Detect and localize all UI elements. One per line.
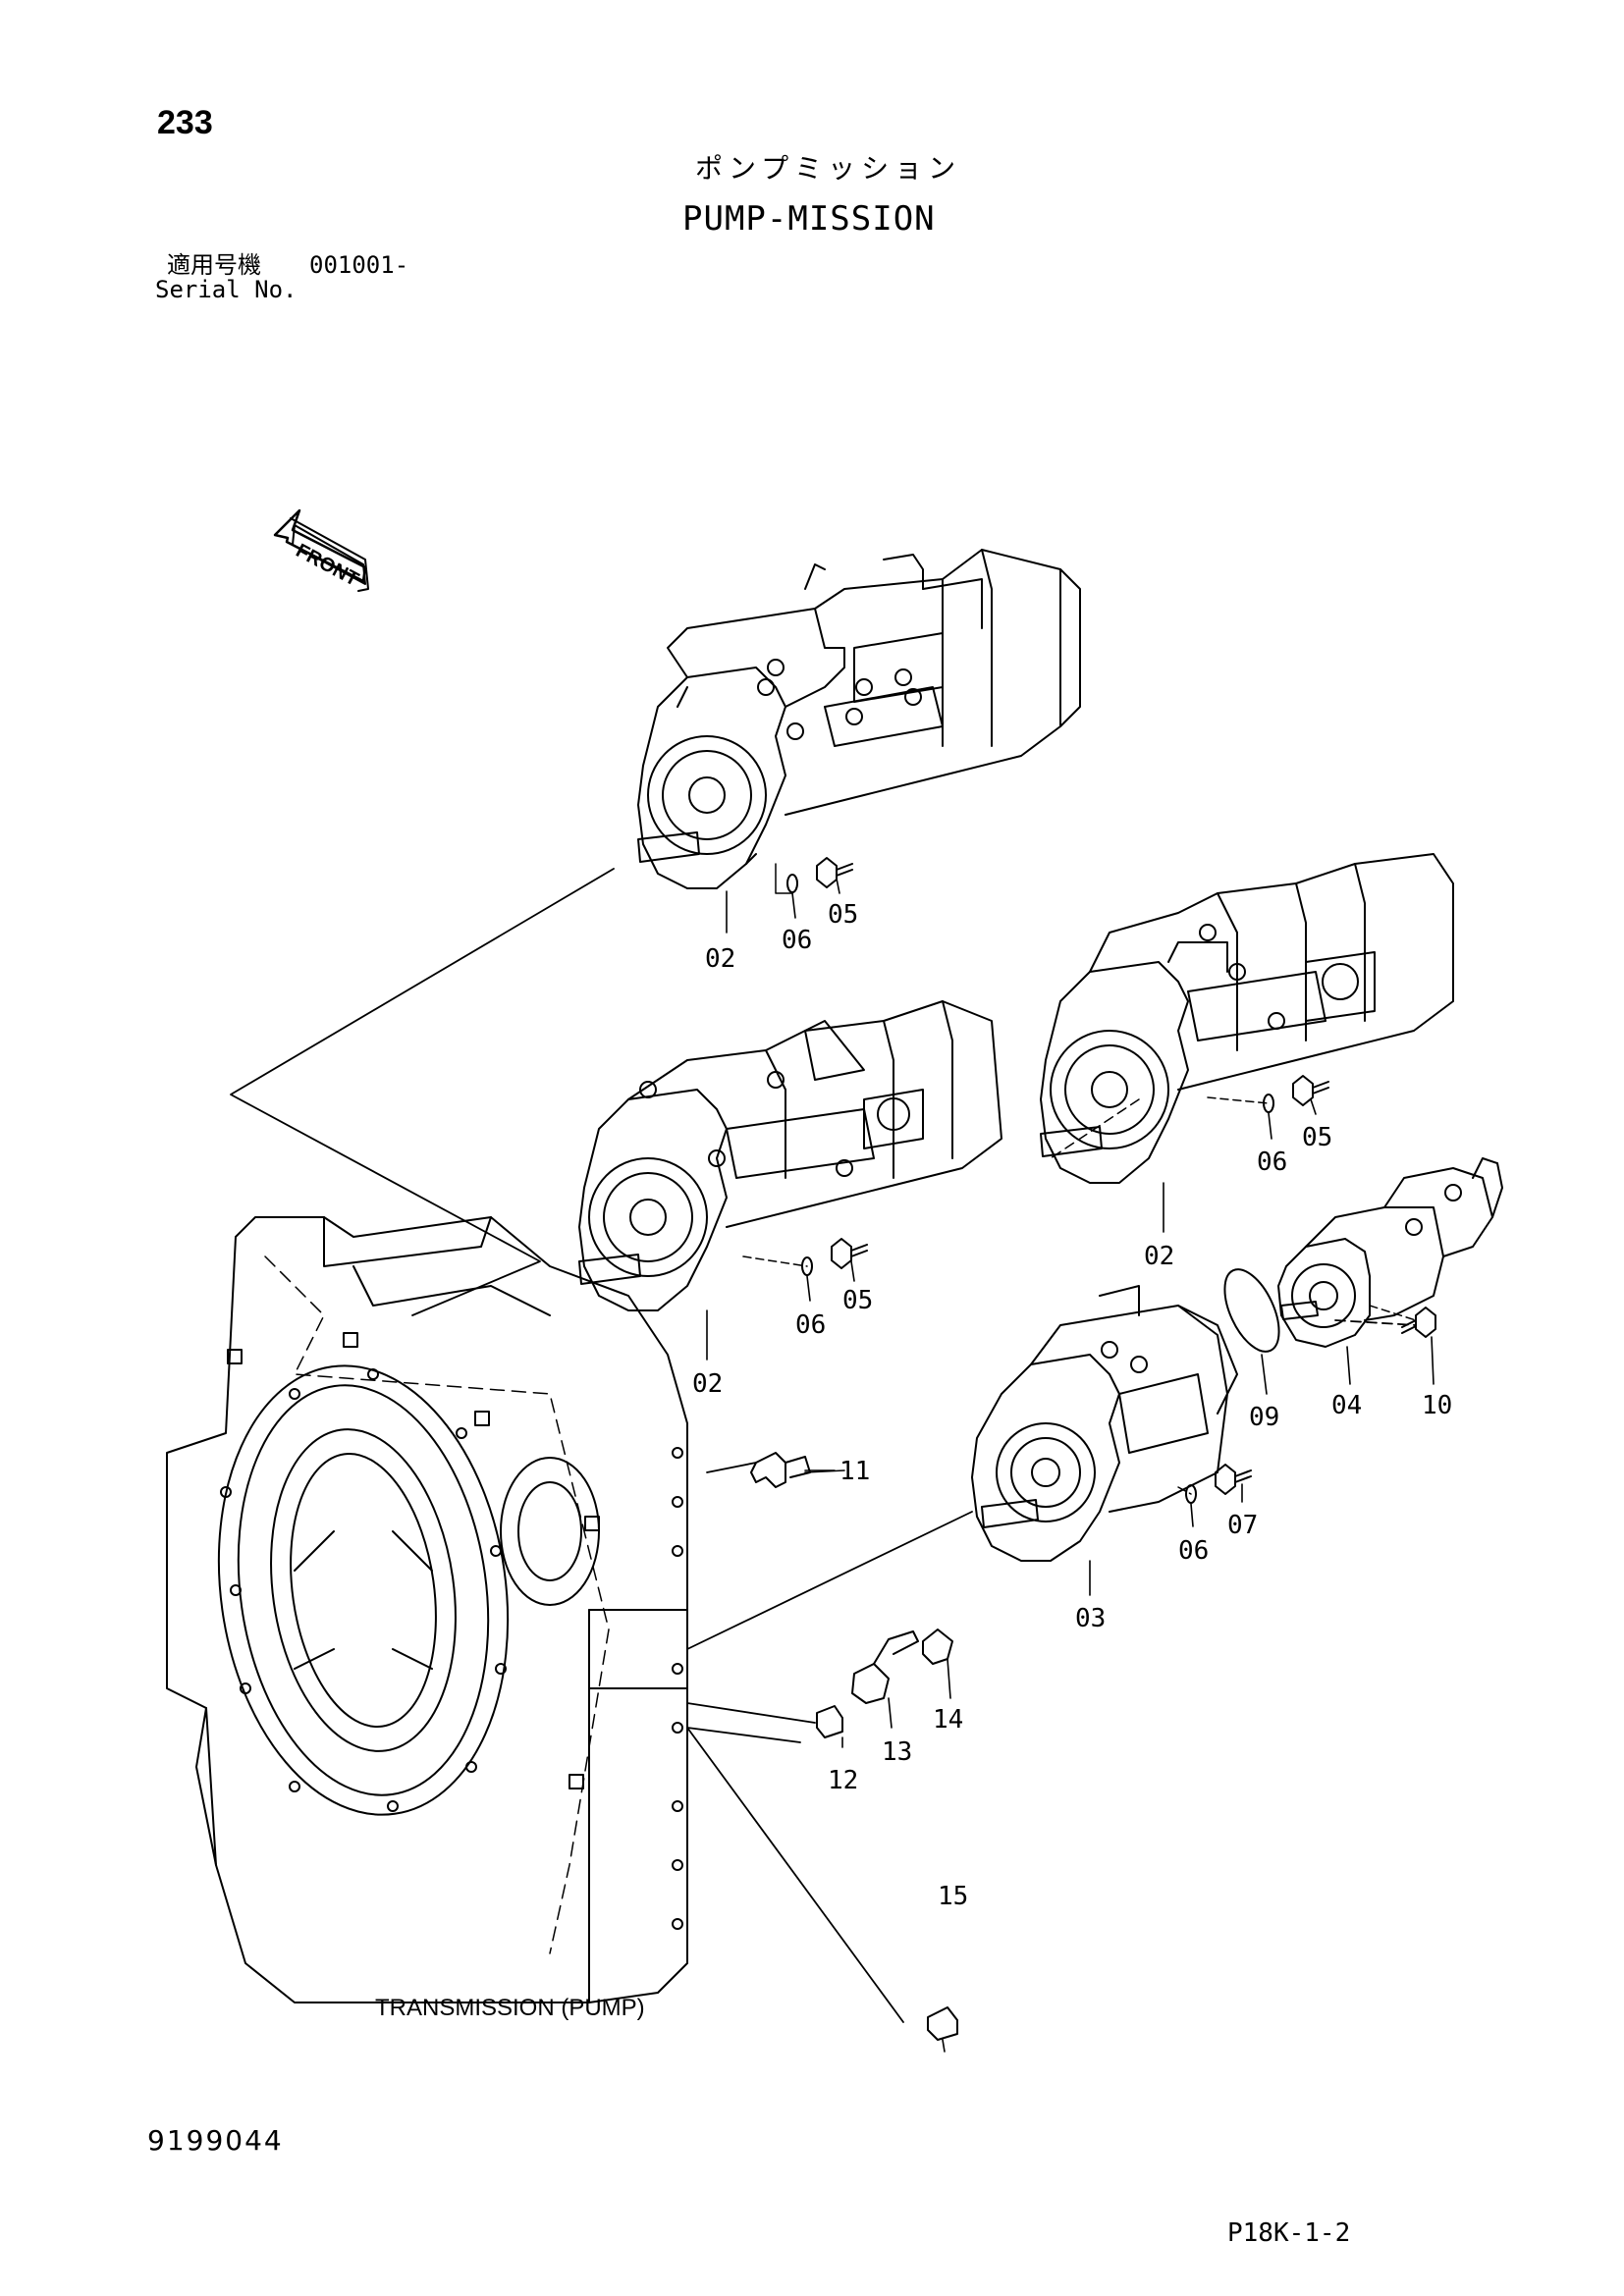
main-pump-middle-right [1040,853,1454,1184]
gear-pump-04 [1277,1157,1503,1348]
callout-06: 06 [795,1310,826,1340]
callout-14: 14 [933,1705,963,1735]
main-pump-middle-left [578,1000,1002,1311]
callout-06: 06 [1257,1148,1287,1177]
assembly-lines [230,863,1417,2023]
page-reference: P18K-1-2 [1227,2218,1351,2248]
callout-07: 07 [1227,1511,1258,1540]
callout-06: 06 [782,926,812,955]
callout-11: 11 [839,1457,870,1486]
callout-04: 04 [1331,1391,1362,1420]
fittings [750,1452,958,2041]
serial-range: 001001- [309,251,409,279]
callout-02: 02 [1144,1242,1174,1271]
serial-label: Serial No. [155,276,298,303]
callout-13: 13 [882,1737,912,1767]
callout-leaders [706,878,1435,2053]
callout-05: 05 [842,1286,873,1315]
o-ring-09 [1223,1268,1280,1353]
document-number: 9199044 [147,2124,284,2157]
page-title: PUMP-MISSION [682,199,936,239]
callout-05: 05 [1302,1123,1332,1152]
callout-03: 03 [1075,1604,1106,1633]
callout-09: 09 [1249,1403,1279,1432]
transmission-housing [166,1216,688,2003]
callout-labels: 02 06 05 02 06 05 02 06 05 11 03 06 07 0… [692,900,1452,1911]
page-number: 233 [157,104,213,141]
callout-06: 06 [1178,1536,1209,1566]
callout-02: 02 [705,944,735,974]
callout-15: 15 [938,1882,968,1911]
fasteners [786,857,1436,1504]
callout-05: 05 [828,900,858,930]
title-japanese: ポンプミッション [695,152,962,185]
main-pump-upper [637,549,1081,889]
pump-03 [971,1285,1238,1562]
front-arrow-icon: FRONT [273,508,369,592]
transmission-label: TRANSMISSION (PUMP) [375,1995,645,2021]
serial-label-japanese: 適用号機 [167,251,261,279]
callout-12: 12 [828,1766,858,1795]
callout-02: 02 [692,1369,723,1399]
callout-10: 10 [1422,1391,1452,1420]
